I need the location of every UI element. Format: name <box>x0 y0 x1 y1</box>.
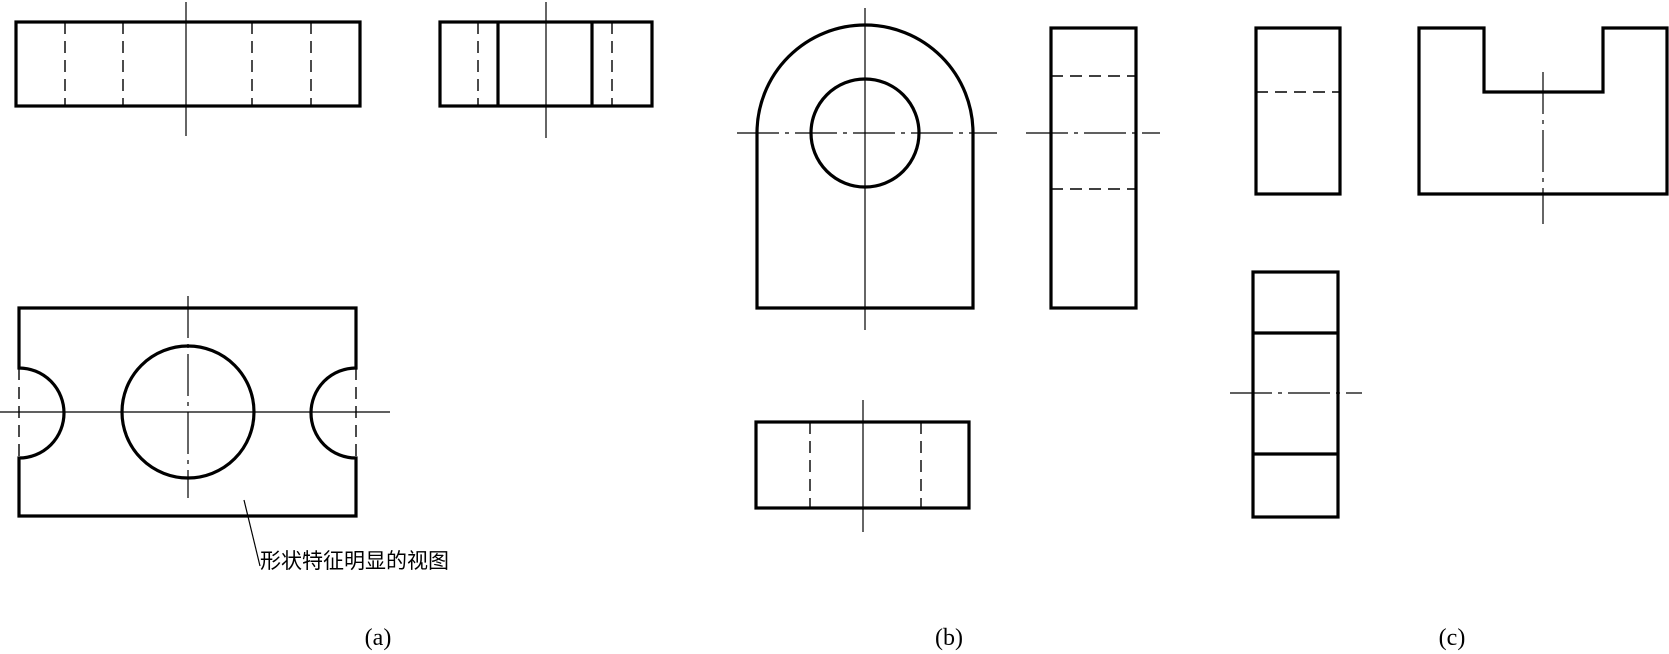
caption-b: (b) <box>935 625 963 651</box>
view-annotation: 形状特征明显的视图 <box>260 549 449 573</box>
figure-c-top-view <box>1230 270 1362 519</box>
figure-a: 形状特征明显的视图 (a) <box>0 2 654 651</box>
figure-c: (c) <box>1230 26 1669 651</box>
leader-line <box>243 499 261 567</box>
figure-c-front-view <box>1417 26 1669 224</box>
caption-a: (a) <box>365 625 392 651</box>
figure-a-top-view: 形状特征明显的视图 <box>0 296 449 573</box>
figure-b-front-view <box>737 8 997 330</box>
figure-b-top-view <box>754 400 971 532</box>
figure-b-side-view <box>1026 26 1160 310</box>
figure-b: (b) <box>737 8 1160 651</box>
figure-a-front-view <box>14 2 362 136</box>
figure-c-side-view <box>1254 26 1342 196</box>
caption-c: (c) <box>1439 625 1466 651</box>
figure-a-side-view <box>438 2 654 138</box>
